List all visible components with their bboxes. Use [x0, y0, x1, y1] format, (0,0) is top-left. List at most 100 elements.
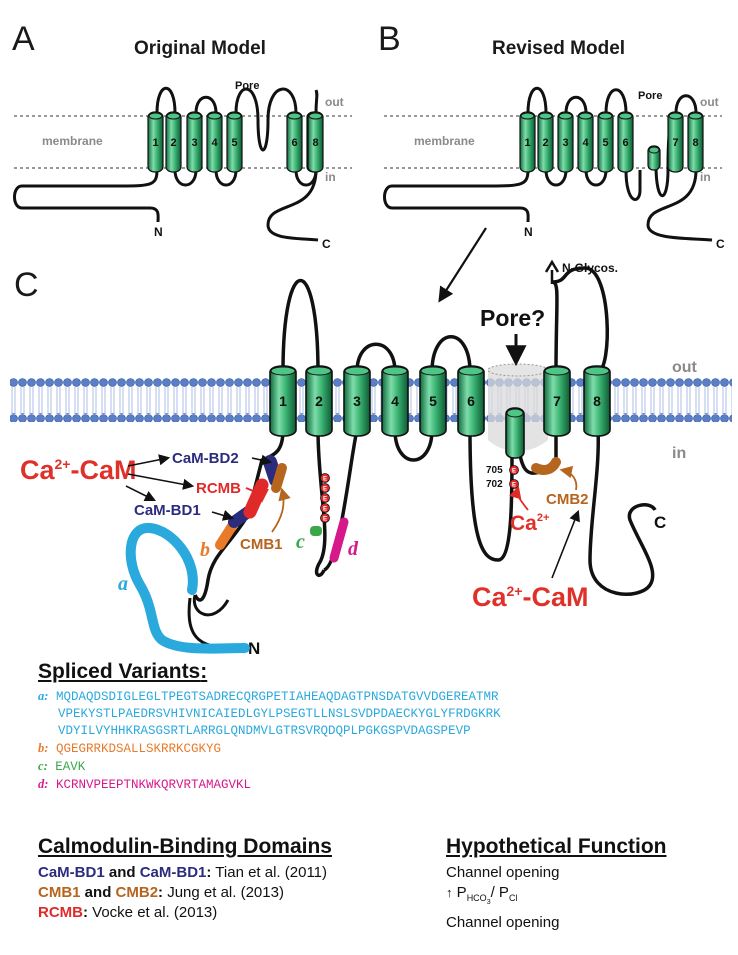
panel-a-loop-3-4 [194, 95, 218, 114]
glutamate-residue-1-label: E [323, 477, 327, 483]
arrow-to-cam-bd2-label [127, 454, 171, 467]
panel-a-n-terminus-tail [13, 169, 160, 223]
cmb1-label: CMB1 [240, 536, 283, 553]
panel-b-n-terminus-tail [383, 169, 530, 223]
panel-a: A Original Model membrane out in Pore N … [12, 20, 352, 251]
panel-a-helix-5: 5 [226, 111, 243, 173]
variant-a-segment [125, 523, 250, 654]
cam-bd2-label: CaM-BD2 [172, 450, 239, 467]
panel-a-n-label: N [154, 225, 163, 239]
panel-b-in-label: in [700, 170, 711, 184]
loop-4-5 [393, 429, 434, 462]
arrow-to-cmb1 [271, 487, 291, 533]
panel-a-in-label: in [325, 170, 336, 184]
function-row-2: ↑ PHCO3/ PCl [446, 884, 518, 906]
loop-2-3-return [322, 429, 359, 572]
panel-a-pore-loop [234, 87, 298, 152]
residue-702-label: 702 [486, 479, 503, 490]
panel-b-helix-3: 3 [557, 111, 574, 173]
pore-question-label: Pore? [480, 305, 545, 331]
panel-b-membrane-label: membrane [414, 134, 475, 148]
pore-cavity-rim [487, 363, 549, 377]
variant-d-sequence: d: KCRNVPEEPTNKWKQRVRTAMAGVKL [38, 777, 251, 792]
arrow-to-cam-bd1-label [125, 485, 157, 502]
panel-a-helix-2: 2 [165, 111, 182, 173]
panel-b-helix-4: 4 [577, 111, 594, 173]
panel-c-helix-4-number: 4 [391, 393, 399, 409]
panel-a-helix-8-number: 8 [312, 137, 318, 149]
glutamate-residue-2-label: E [323, 487, 327, 493]
variant-c-label: c [296, 531, 305, 553]
panel-b-helix-1-number: 1 [524, 137, 530, 149]
glutamate-residue-4 [320, 503, 330, 513]
panel-c-helix-6: 6 [457, 365, 485, 437]
panel-c-letter: C [14, 266, 39, 304]
panel-a-loop-2-3 [173, 169, 198, 187]
membrane-lipid-tails [10, 387, 732, 413]
cam-bd1-label: CaM-BD1 [134, 502, 201, 519]
panel-b-title: Revised Model [492, 38, 625, 59]
panel-b-helix-5-number: 5 [602, 137, 608, 149]
panel-b-helix-2-number: 2 [542, 137, 548, 149]
panel-a-helix-1: 1 [147, 111, 164, 173]
variant-c-segment [310, 526, 322, 536]
panel-b-loop-7-8 [674, 94, 698, 114]
panel-a-helix-8: 8 [307, 111, 324, 173]
n-terminal-tail-to-n [187, 597, 246, 650]
panel-a-membrane-label: membrane [42, 134, 103, 148]
hypothetical-function: Hypothetical Function Channel opening ↑ … [446, 835, 736, 933]
n-glycosylation-symbol [544, 259, 560, 284]
panel-b-loop-5-6 [604, 88, 628, 114]
panel-a-letter: A [12, 20, 35, 58]
panel-a-helix-5-number: 5 [231, 137, 237, 149]
domain-row-rcmb: RCMB: Vocke et al. (2013) [38, 904, 218, 921]
panel-c-out-label: out [672, 359, 698, 376]
panel-b-loop-4-5 [584, 169, 608, 187]
panel-a-helix-4: 4 [206, 111, 223, 173]
panel-c-helix-1-number: 1 [279, 393, 287, 409]
panel-b-helix-6: 6 [617, 111, 634, 173]
arrow-to-rcmb [245, 487, 269, 503]
panel-c-helix-6-number: 6 [467, 393, 475, 409]
panel-a-loop-7-8 [314, 89, 319, 114]
membrane-inner-leaflet [10, 413, 732, 422]
hypothetical-function-title: Hypothetical Function [446, 835, 667, 858]
panel-b-helix-8: 8 [687, 111, 704, 173]
glutamate-residue-5 [320, 513, 330, 523]
cacam-right-label: Ca2+-CaM [472, 582, 588, 612]
panel-b-loop-1-2 [526, 86, 548, 114]
calmodulin-binding-domains: Calmodulin-Binding Domains CaM-BD1 and C… [38, 835, 418, 923]
panel-b-helix-4-number: 4 [582, 137, 589, 149]
calmodulin-binding-domains-title: Calmodulin-Binding Domains [38, 835, 332, 858]
spliced-variants-title: Spliced Variants: [38, 660, 208, 683]
panel-b-helix-5: 5 [597, 111, 614, 173]
panel-a-c-label: C [322, 237, 331, 251]
glutamate-residue-3 [320, 493, 330, 503]
panel-c-helix-7: 7 [543, 365, 571, 437]
panel-b-n-label: N [524, 225, 533, 239]
panel-b-helix-2: 2 [537, 111, 554, 173]
panel-c-helix-8: 8 [583, 365, 611, 437]
panel-c-helix-7-number: 7 [553, 393, 561, 409]
panel-c-helix-1: 1 [269, 365, 297, 437]
panel-c: C out in N-Glycos. C N a [10, 259, 732, 658]
panel-a-helix-3-number: 3 [191, 137, 197, 149]
panel-a-helix-4-number: 4 [211, 137, 218, 149]
residue-705-label: 705 [486, 465, 503, 476]
glutamate-residue-1 [320, 473, 330, 483]
panel-c-re-entrant-helix [505, 407, 525, 459]
panel-a-helix-2-number: 2 [170, 137, 176, 149]
panel-c-helix-2-number: 2 [315, 393, 323, 409]
c-terminus-label: C [654, 513, 666, 532]
loop-7-8-glycosylated [551, 266, 610, 374]
arrow-to-cam-bd1 [211, 510, 235, 521]
cmb2-domain [531, 457, 561, 475]
panel-c-helix-8-number: 8 [593, 393, 601, 409]
panel-c-helix-5-number: 5 [429, 393, 437, 409]
panel-b-letter: B [378, 20, 401, 58]
variant-a-sequence-line-3: VDYILVYHHKRASGSRTLARRGLQNDMVLGTRSVRQDQPL… [58, 724, 471, 738]
function-row-3: Channel opening [446, 913, 560, 931]
rcmb-domain [243, 478, 269, 519]
